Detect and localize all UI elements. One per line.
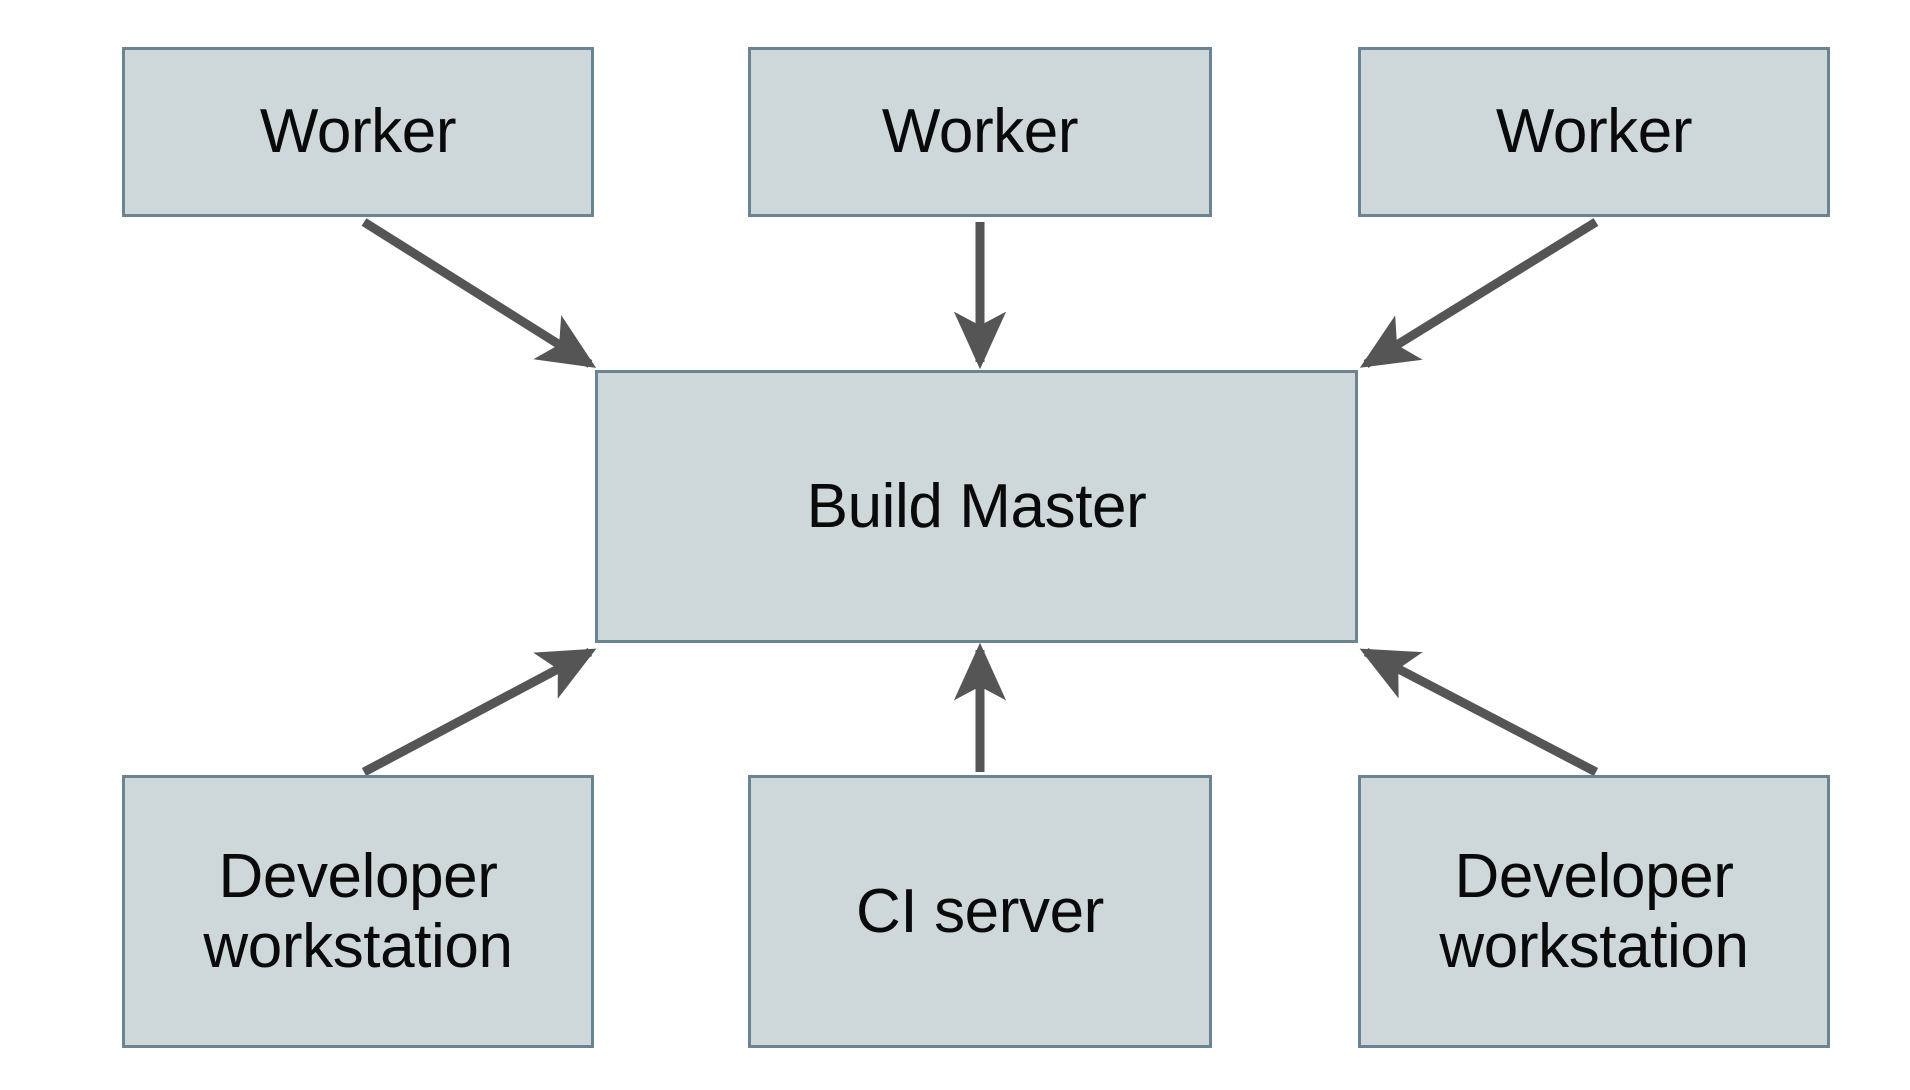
node-build-master-label: Build Master: [806, 471, 1147, 541]
node-worker-2-label: Worker: [881, 97, 1079, 167]
edge-worker-3-to-master: [1359, 218, 1599, 368]
node-developer-workstation-right[interactable]: Developer workstation: [1358, 775, 1830, 1048]
edge-dev-left-to-master: [361, 648, 597, 776]
node-ci-server[interactable]: CI server: [748, 775, 1212, 1048]
node-worker-3-label: Worker: [1495, 97, 1693, 167]
node-developer-workstation-right-label: Developer workstation: [1439, 842, 1749, 981]
node-developer-workstation-left-label: Developer workstation: [203, 842, 513, 981]
node-build-master[interactable]: Build Master: [595, 370, 1358, 643]
node-developer-workstation-left[interactable]: Developer workstation: [122, 775, 594, 1048]
node-worker-1-label: Worker: [259, 97, 457, 167]
node-worker-2[interactable]: Worker: [748, 47, 1212, 217]
node-worker-1[interactable]: Worker: [122, 47, 594, 217]
edge-dev-right-to-master: [1359, 648, 1599, 776]
node-ci-server-label: CI server: [856, 876, 1104, 946]
node-worker-3[interactable]: Worker: [1358, 47, 1830, 217]
edge-worker-1-to-master: [361, 218, 597, 368]
